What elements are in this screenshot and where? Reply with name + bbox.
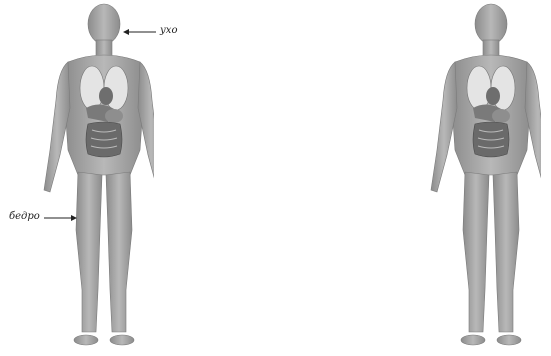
hip-label: бедро (9, 211, 40, 222)
ear-label: ухо (160, 25, 177, 36)
